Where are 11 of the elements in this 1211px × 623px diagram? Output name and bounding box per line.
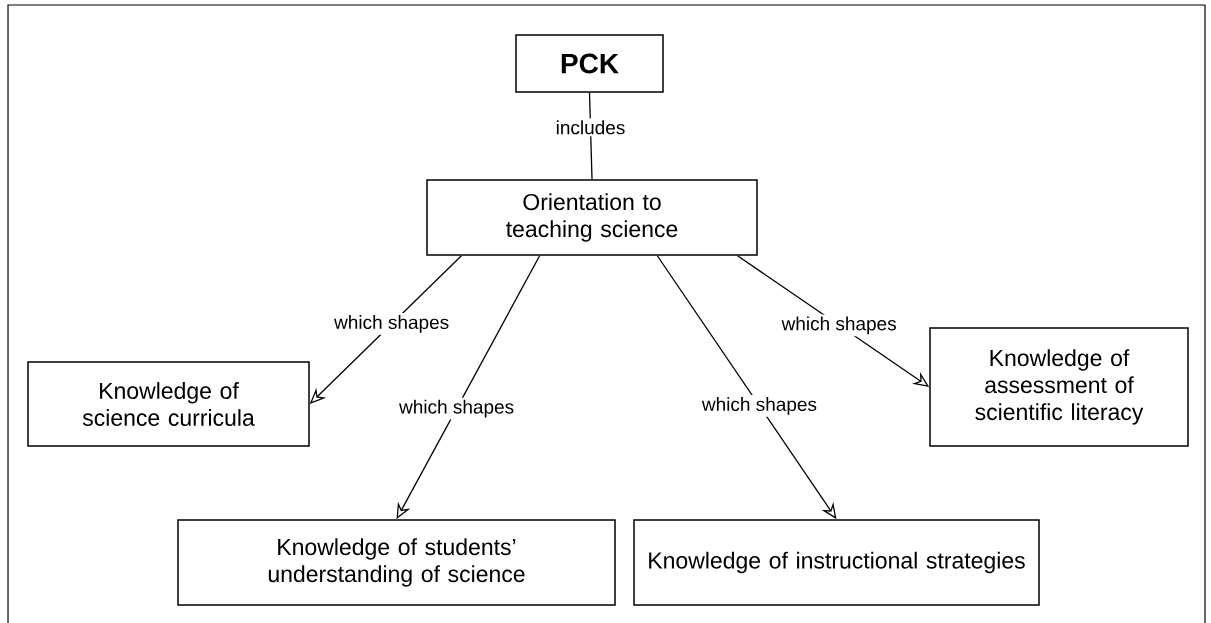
- concept-box: Knowledge of science curricula: [27, 361, 310, 447]
- concept-box: Orientation to teaching science: [426, 179, 758, 256]
- edge-label: which shapes: [397, 397, 517, 420]
- edge-label: which shapes: [699, 395, 819, 417]
- concept-box: Knowledge of assessment of scientific literacy: [929, 327, 1189, 447]
- edge-label: which shapes: [779, 314, 899, 337]
- concept-box: Knowledge of instructional strategies: [633, 519, 1040, 606]
- concept-box: PCK: [515, 34, 664, 93]
- edge-label: which shapes: [332, 313, 452, 335]
- concept-box: Knowledge of students’ understanding of science: [177, 519, 616, 606]
- edge-label: includes: [553, 118, 628, 137]
